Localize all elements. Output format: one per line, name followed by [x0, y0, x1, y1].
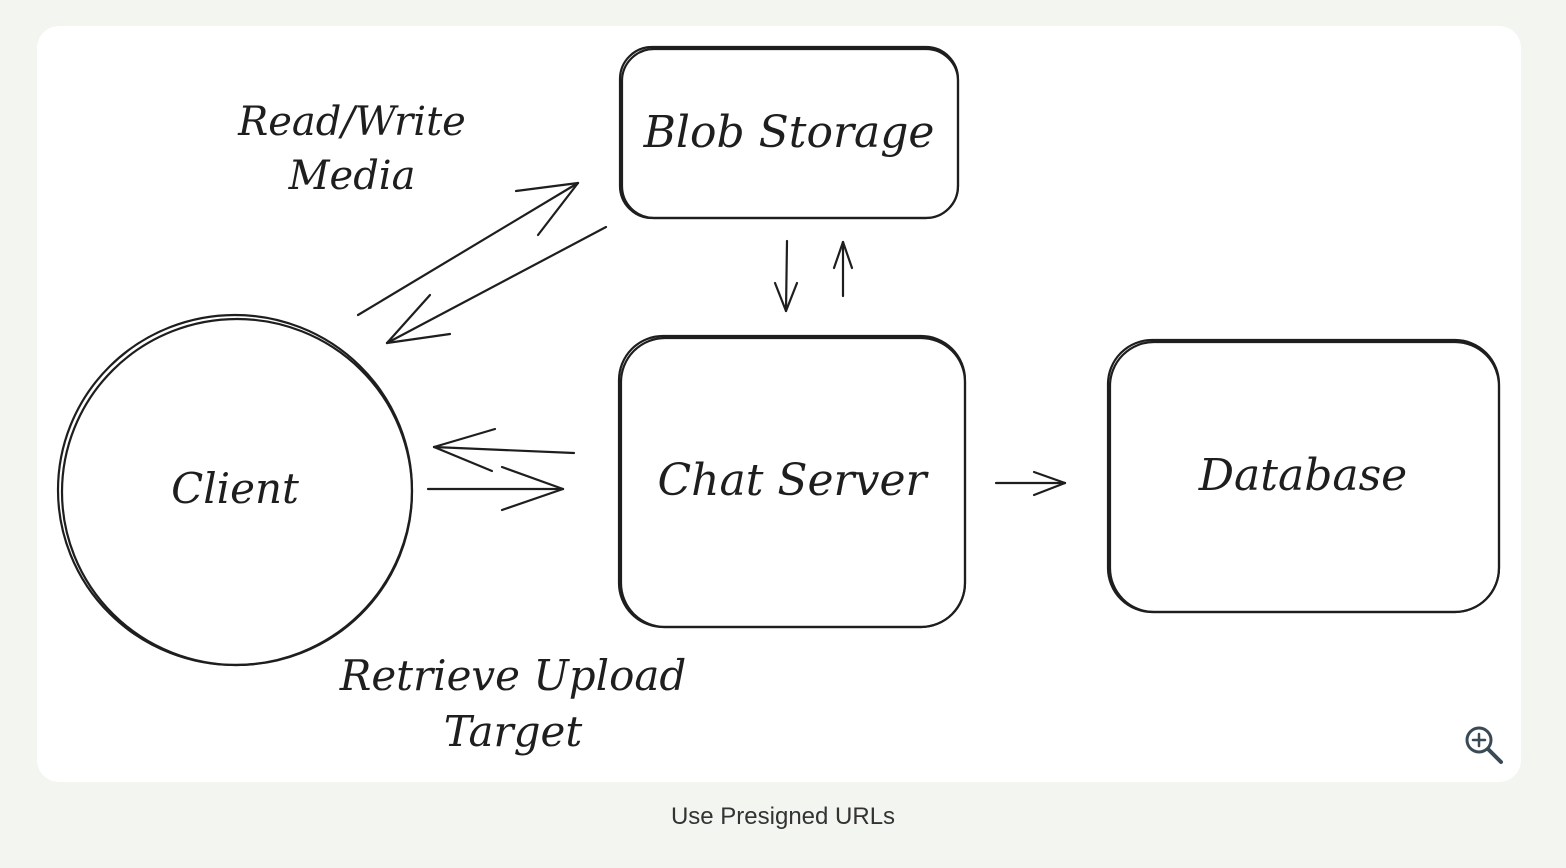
client-node: Client: [56, 313, 414, 667]
retrieve-line2: Target: [444, 707, 583, 756]
database-node: Database: [1106, 338, 1501, 614]
chat-server-node: Chat Server: [617, 334, 967, 629]
read-write-media-annotation: Read/Write Media: [237, 99, 466, 199]
retrieve-upload-target-annotation: Retrieve Upload Target: [339, 651, 687, 756]
arrow-client-to-blob: [356, 181, 580, 317]
arrow-client-to-server: [426, 465, 565, 512]
read-write-line1: Read/Write: [237, 99, 466, 145]
arrow-blob-to-client: [385, 225, 608, 345]
diagram-card: [37, 26, 1521, 782]
read-write-line2: Media: [288, 153, 416, 199]
arrow-blob-to-server: [773, 239, 799, 313]
arrow-server-to-database: [994, 470, 1067, 497]
chat-server-label: Chat Server: [657, 455, 929, 506]
retrieve-line1: Retrieve Upload: [339, 651, 687, 700]
database-label: Database: [1198, 450, 1407, 501]
zoom-in-icon[interactable]: [1460, 722, 1506, 768]
arrow-server-to-client: [432, 427, 576, 473]
blob-storage-node: Blob Storage: [618, 45, 960, 220]
arrow-server-to-blob: [832, 240, 854, 298]
figure-caption: Use Presigned URLs: [670, 803, 896, 830]
blob-storage-label: Blob Storage: [643, 107, 935, 158]
client-label: Client: [171, 464, 299, 513]
